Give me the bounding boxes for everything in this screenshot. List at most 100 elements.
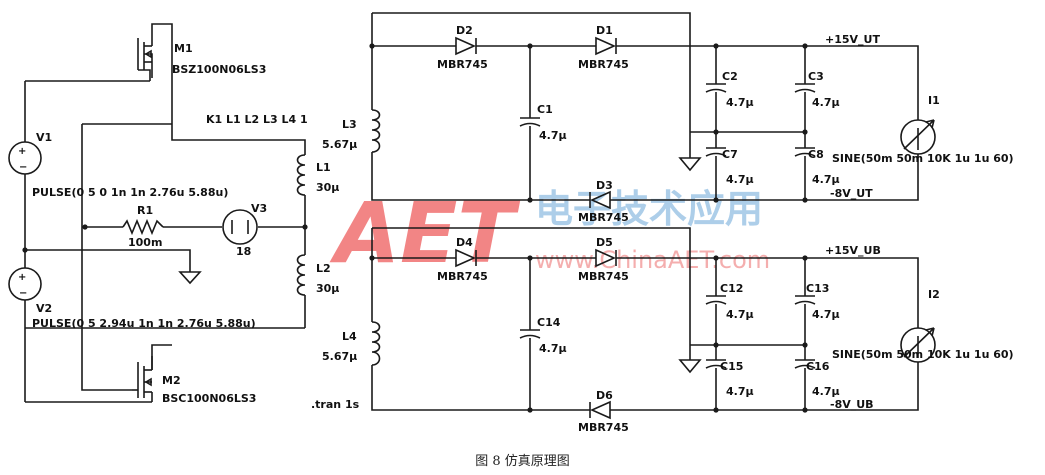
d1-name: D1	[596, 24, 613, 37]
l4-value: 5.67μ	[322, 350, 357, 363]
i2-current-source	[900, 327, 936, 363]
left-wiring	[22, 23, 308, 403]
c8-name: C8	[808, 148, 824, 161]
c14-capacitor	[519, 329, 541, 339]
tran-directive: .tran 1s	[311, 398, 360, 411]
m1-mosfet	[137, 38, 153, 81]
l3-inductor	[371, 109, 381, 153]
net-p15ut: +15V_UT	[825, 33, 880, 46]
c16-capacitor	[794, 359, 816, 369]
m1-name: M1	[174, 42, 193, 55]
m1-part: BSZ100N06LS3	[172, 63, 266, 76]
l3-name: L3	[342, 118, 357, 131]
c7-name: C7	[722, 148, 738, 161]
d3-name: D3	[596, 179, 613, 192]
c2-name: C2	[722, 70, 738, 83]
coupling-directive: K1 L1 L2 L3 L4 1	[206, 113, 308, 126]
l2-value: 30μ	[316, 282, 339, 295]
svg-text:−: −	[19, 162, 27, 173]
d3-diode	[589, 190, 611, 210]
i2-name: I2	[928, 288, 940, 301]
m2-part: BSC100N06LS3	[162, 392, 256, 405]
v2-name: V2	[36, 302, 52, 315]
c3-name: C3	[808, 70, 824, 83]
upper-wiring	[369, 12, 919, 203]
d6-part: MBR745	[578, 421, 629, 434]
d5-part: MBR745	[578, 270, 629, 283]
net-p15ub: +15V_UB	[825, 244, 881, 257]
watermark-logo: AET	[329, 184, 520, 282]
c15-name: C15	[720, 360, 743, 373]
i1-name: I1	[928, 94, 940, 107]
r1-name: R1	[137, 204, 153, 217]
l1-value: 30μ	[316, 181, 339, 194]
d2-diode	[455, 36, 477, 56]
l1-inductor	[296, 154, 306, 196]
svg-text:+: +	[18, 146, 26, 157]
d1-part: MBR745	[578, 58, 629, 71]
c1-value: 4.7μ	[539, 129, 567, 142]
c15-capacitor	[705, 359, 727, 369]
i2-spec: SINE(50m 50m 10K 1u 1u 60)	[832, 348, 1014, 361]
c13-capacitor	[794, 295, 816, 305]
i1-spec: SINE(50m 50m 10K 1u 1u 60)	[832, 152, 1014, 165]
c1-capacitor	[519, 117, 541, 127]
watermark-url: www.ChinaAET.com	[535, 246, 770, 274]
c16-value: 4.7μ	[812, 385, 840, 398]
m2-mosfet	[132, 356, 153, 402]
c14-name: C14	[537, 316, 561, 329]
net-m8ut: -8V_UT	[830, 187, 873, 200]
c14-value: 4.7μ	[539, 342, 567, 355]
figure-caption: 图 8 仿真原理图	[475, 454, 570, 469]
lower-wiring	[369, 227, 919, 413]
l1-name: L1	[316, 161, 331, 174]
d5-diode	[595, 248, 617, 268]
d4-diode	[455, 248, 477, 268]
v2-spec: PULSE(0 5 2.94u 1n 1n 2.76u 5.88u)	[32, 317, 256, 330]
r1-value: 100m	[128, 236, 162, 249]
c12-capacitor	[705, 295, 727, 305]
c7-value: 4.7μ	[726, 173, 754, 186]
v2-source: + −	[8, 267, 42, 301]
svg-text:−: −	[19, 288, 27, 299]
d6-name: D6	[596, 389, 613, 402]
d5-name: D5	[596, 236, 613, 249]
c3-value: 4.7μ	[812, 96, 840, 109]
d3-part: MBR745	[578, 211, 629, 224]
l2-inductor	[296, 254, 306, 296]
c16-name: C16	[806, 360, 830, 373]
l2-name: L2	[316, 262, 331, 275]
v3-value: 18	[236, 245, 251, 258]
c13-name: C13	[806, 282, 829, 295]
l3-value: 5.67μ	[322, 138, 357, 151]
v3-source	[222, 209, 258, 245]
i1-current-source	[900, 119, 936, 155]
d2-name: D2	[456, 24, 473, 37]
v1-name: V1	[36, 131, 52, 144]
l4-inductor	[371, 321, 381, 366]
watermark-cn: 电子技术应用	[535, 186, 763, 231]
c2-capacitor	[705, 83, 727, 93]
m2-name: M2	[162, 374, 181, 387]
c13-value: 4.7μ	[812, 308, 840, 321]
v3-name: V3	[251, 202, 267, 215]
c1-name: C1	[537, 103, 553, 116]
c12-name: C12	[720, 282, 743, 295]
v1-source: + −	[8, 141, 42, 175]
watermark: AET 电子技术应用 www.ChinaAET.com	[329, 184, 770, 282]
v1-spec: PULSE(0 5 0 1n 1n 2.76u 5.88u)	[32, 186, 228, 199]
c7-capacitor	[705, 147, 727, 157]
d2-part: MBR745	[437, 58, 488, 71]
c8-value: 4.7μ	[812, 173, 840, 186]
d4-part: MBR745	[437, 270, 488, 283]
d6-diode	[589, 400, 611, 420]
d1-diode	[595, 36, 617, 56]
net-m8ub: -8V_UB	[830, 398, 874, 411]
c2-value: 4.7μ	[726, 96, 754, 109]
c15-value: 4.7μ	[726, 385, 754, 398]
svg-text:+: +	[18, 272, 26, 283]
c8-capacitor	[794, 147, 816, 157]
d4-name: D4	[456, 236, 473, 249]
